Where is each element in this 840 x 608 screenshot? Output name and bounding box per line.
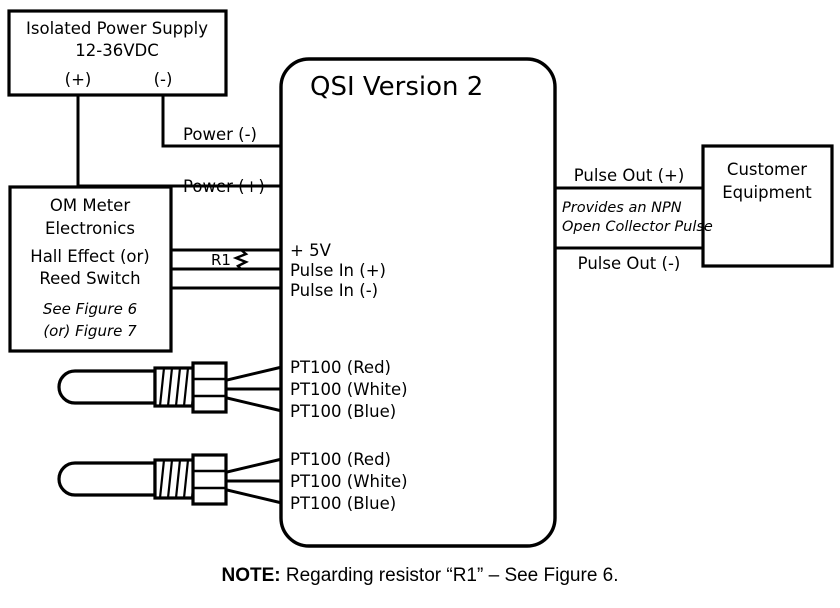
power-supply-line2: 12-36VDC	[75, 41, 158, 60]
note-line: NOTE: Regarding resistor “R1” – See Figu…	[0, 565, 840, 587]
qsi-sensor1-red: PT100 (Red)	[290, 358, 391, 377]
power-supply-terminal-negative: (-)	[154, 70, 173, 89]
om-meter-box	[8, 185, 173, 353]
customer-equipment-line2: Equipment	[722, 183, 812, 202]
om-meter-line5: See Figure 6	[43, 300, 137, 318]
qsi-box	[279, 57, 557, 548]
probe1-thread-lines	[158, 367, 198, 407]
customer-equipment-line1: Customer	[727, 160, 807, 179]
qsi-sensor1-blue: PT100 (Blue)	[290, 402, 396, 421]
qsi-output-note-line1: Provides an NPN	[562, 200, 682, 216]
om-meter-line4: Reed Switch	[39, 269, 140, 288]
qsi-title: QSI Version 2	[310, 72, 483, 102]
probe2-thread-lines	[158, 459, 198, 499]
qsi-output-pulse-out-negative: Pulse Out (-)	[578, 254, 681, 273]
resistor-r1-label: R1	[211, 251, 231, 269]
qsi-input-pulse-in-negative: Pulse In (-)	[290, 281, 378, 300]
customer-equipment-box	[701, 144, 834, 268]
power-supply-line1: Isolated Power Supply	[26, 19, 208, 38]
probe1-nut	[191, 361, 228, 414]
probe2-shaft	[57, 461, 157, 497]
om-meter-line3: Hall Effect (or)	[30, 247, 149, 266]
qsi-input-pulse-in-positive: Pulse In (+)	[290, 261, 386, 280]
power-supply-box	[7, 9, 228, 97]
note-text: Regarding resistor “R1” – See Figure 6.	[280, 565, 619, 586]
om-meter-line6: (or) Figure 7	[43, 322, 137, 340]
om-meter-line1: OM Meter	[50, 196, 130, 215]
probe2-nut-facets	[193, 469, 226, 490]
pt100-probe-2	[57, 453, 228, 506]
probe1-shaft	[57, 369, 157, 405]
qsi-output-note-line2: Open Collector Pulse	[562, 219, 713, 235]
qsi-sensor1-white: PT100 (White)	[290, 380, 408, 399]
om-meter-line2: Electronics	[45, 219, 135, 238]
probe2-nut	[191, 453, 228, 506]
resistor-r1-symbol	[232, 249, 249, 270]
note-prefix: NOTE:	[221, 565, 281, 586]
qsi-sensor2-red: PT100 (Red)	[290, 450, 391, 469]
pt100-probe-1	[57, 361, 228, 414]
qsi-sensor2-blue: PT100 (Blue)	[290, 494, 396, 513]
qsi-sensor2-white: PT100 (White)	[290, 472, 408, 491]
label-power-positive: Power (+)	[183, 177, 265, 196]
label-power-negative: Power (-)	[183, 125, 257, 144]
qsi-output-pulse-out-positive: Pulse Out (+)	[574, 166, 685, 185]
power-supply-terminal-positive: (+)	[65, 70, 92, 89]
qsi-input-5v: + 5V	[290, 241, 332, 260]
probe1-nut-facets	[193, 377, 226, 398]
wire-power-negative	[161, 95, 282, 148]
